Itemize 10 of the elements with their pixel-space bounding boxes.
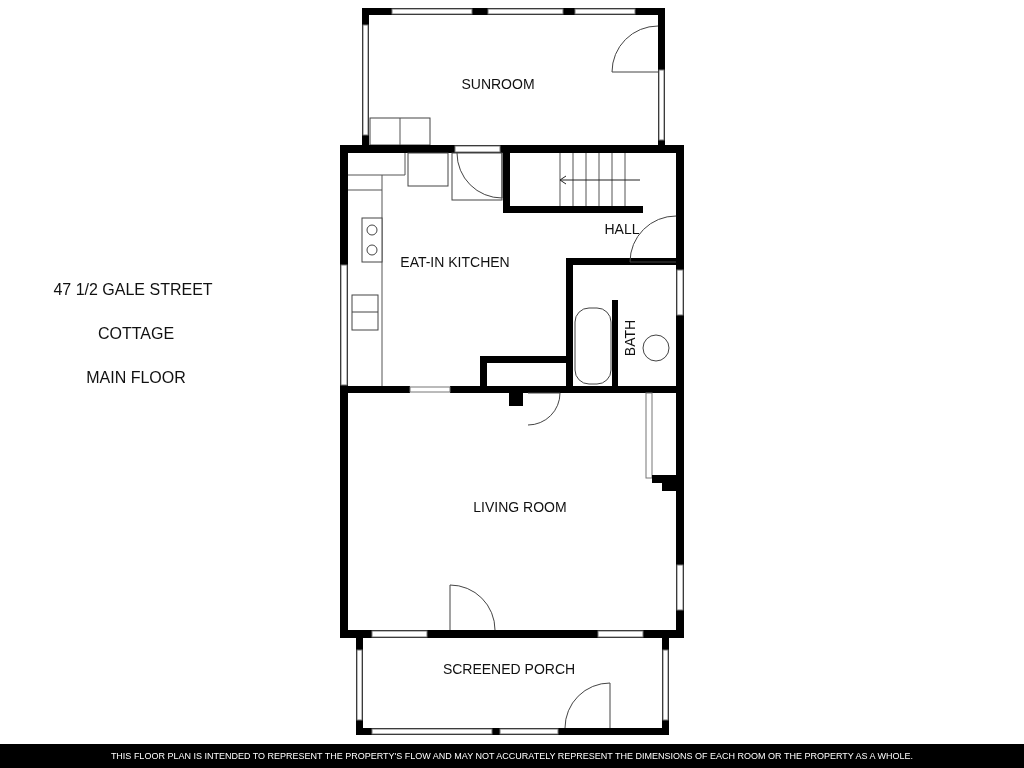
room-label: HALL — [604, 221, 640, 237]
floor-name-text: MAIN FLOOR — [86, 369, 186, 387]
room-label: EAT-IN KITCHEN — [400, 254, 510, 270]
room-label: BATH — [622, 319, 638, 357]
room-label: SCREENED PORCH — [442, 661, 576, 677]
room-label: LIVING ROOM — [473, 499, 567, 515]
property-type-text: COTTAGE — [97, 325, 175, 343]
address-text: 47 1/2 GALE STREET — [53, 281, 213, 299]
room-label: SUNROOM — [461, 76, 535, 92]
disclaimer-bar: THIS FLOOR PLAN IS INTENDED TO REPRESENT THE PROPERTY'S FLOW AND MAY NOT ACCURATELY REPRESENT THE DIMENSIONS OF EACH ROOM OR THE PROPERTY AS A WHOLE. — [0, 744, 1024, 768]
